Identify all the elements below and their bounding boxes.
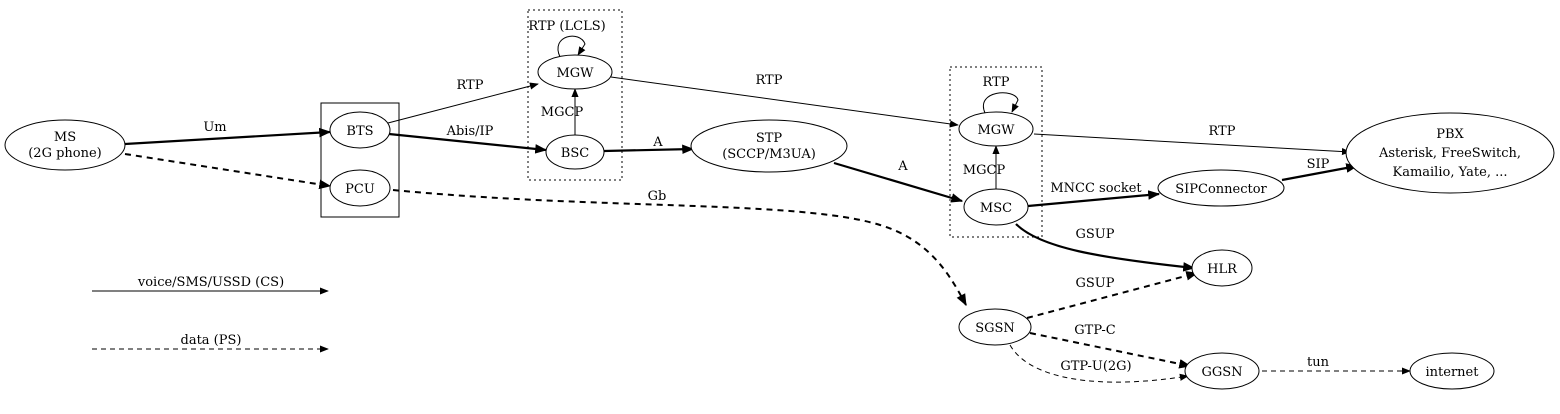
edge-rtp-mgw-pbx (1033, 133, 1351, 156)
edge-um (124, 127, 332, 146)
edge-ms-pcu (124, 153, 332, 190)
edge-rtp-bts-mgw (387, 82, 539, 124)
edge-gtpu (1009, 344, 1189, 383)
node-ms: MS (2G phone) (4, 119, 126, 171)
node-bsc: BSC (545, 134, 605, 170)
mgw-msc-label: MGW (977, 123, 1015, 138)
bsc-label: BSC (561, 146, 589, 161)
label-rtp-bts-mgw: RTP (457, 78, 484, 93)
edge-gtpc (1029, 332, 1192, 369)
edge-gsup-sgsn-hlr (1026, 271, 1199, 319)
internet-label: internet (1426, 365, 1480, 380)
label-rtp-mgw-pbx: RTP (1209, 124, 1236, 139)
edge-rtp-mgw-mgw (610, 76, 959, 128)
node-msc: MSC (963, 188, 1029, 226)
pbx-label-line1: PBX (1436, 127, 1464, 142)
legend-ps-label: data (PS) (181, 333, 242, 348)
node-sgsn: SGSN (958, 308, 1032, 346)
ms-label-line2: (2G phone) (28, 146, 102, 161)
ggsn-label: GGSN (1201, 365, 1242, 380)
sgsn-label: SGSN (975, 321, 1015, 336)
label-a-stp-msc: A (897, 159, 908, 174)
label-gsup-sgsn-hlr: GSUP (1076, 276, 1115, 291)
bsc-cluster (527, 9, 623, 181)
label-sip: SIP (1307, 157, 1330, 172)
edge-gb (392, 189, 967, 307)
pbx-label-line3: Kamailio, Yate, ... (1392, 165, 1507, 180)
node-ggsn: GGSN (1184, 352, 1260, 390)
label-gtpu: GTP-U(2G) (1060, 359, 1131, 374)
label-rtp-lcls: RTP (LCLS) (528, 19, 605, 34)
node-hlr: HLR (1191, 249, 1253, 287)
label-gb: Gb (648, 189, 667, 204)
label-gsup-msc-hlr: GSUP (1076, 227, 1115, 242)
label-mncc: MNCC socket (1050, 181, 1142, 196)
bts-pcu-box (320, 102, 400, 218)
pcu-label: PCU (345, 182, 375, 197)
label-rtp-msc-loop: RTP (983, 75, 1010, 90)
bts-label: BTS (346, 124, 373, 139)
edge-abis (388, 132, 548, 154)
node-sipconnector: SIPConnector (1157, 169, 1285, 207)
pbx-label-line2: Asterisk, FreeSwitch, (1378, 146, 1521, 161)
label-um: Um (203, 120, 226, 135)
node-pbx: PBX Asterisk, FreeSwitch, Kamailio, Yate… (1345, 112, 1555, 194)
label-abis: Abis/IP (446, 124, 494, 139)
legend-cs-label: voice/SMS/USSD (CS) (137, 275, 284, 290)
node-pcu: PCU (329, 169, 391, 207)
hlr-label: HLR (1207, 262, 1238, 277)
node-stp: STP (SCCP/M3UA) (690, 119, 848, 173)
edge-a-stp-msc (833, 161, 964, 203)
node-internet: internet (1409, 352, 1495, 390)
label-rtp-mgw-mgw: RTP (756, 73, 783, 88)
node-mgw-msc: MGW (958, 111, 1034, 147)
edge-sip (1281, 163, 1359, 182)
mgw-bsc-label: MGW (556, 66, 594, 81)
msc-cluster (949, 66, 1043, 238)
stp-label-line1: STP (756, 131, 783, 146)
node-bts: BTS (329, 111, 391, 149)
label-mgcp-bsc: MGCP (541, 105, 584, 120)
edge-rtp-lcls-loop (557, 35, 586, 58)
label-gtpc: GTP-C (1074, 323, 1115, 338)
edge-gsup-msc-hlr (1015, 223, 1196, 272)
stp-label-line2: (SCCP/M3UA) (722, 147, 816, 162)
ms-label-line1: MS (54, 130, 76, 145)
label-mgcp-msc: MGCP (963, 163, 1006, 178)
node-mgw-bsc: MGW (537, 54, 613, 90)
msc-label: MSC (980, 201, 1012, 216)
edge-rtp-msc-loop (982, 92, 1019, 114)
label-a-bsc-stp: A (652, 135, 663, 150)
edge-mncc (1027, 190, 1161, 208)
edge-a-bsc-stp (603, 144, 695, 155)
label-tun: tun (1307, 355, 1330, 370)
sipconnector-label: SIPConnector (1175, 182, 1267, 197)
